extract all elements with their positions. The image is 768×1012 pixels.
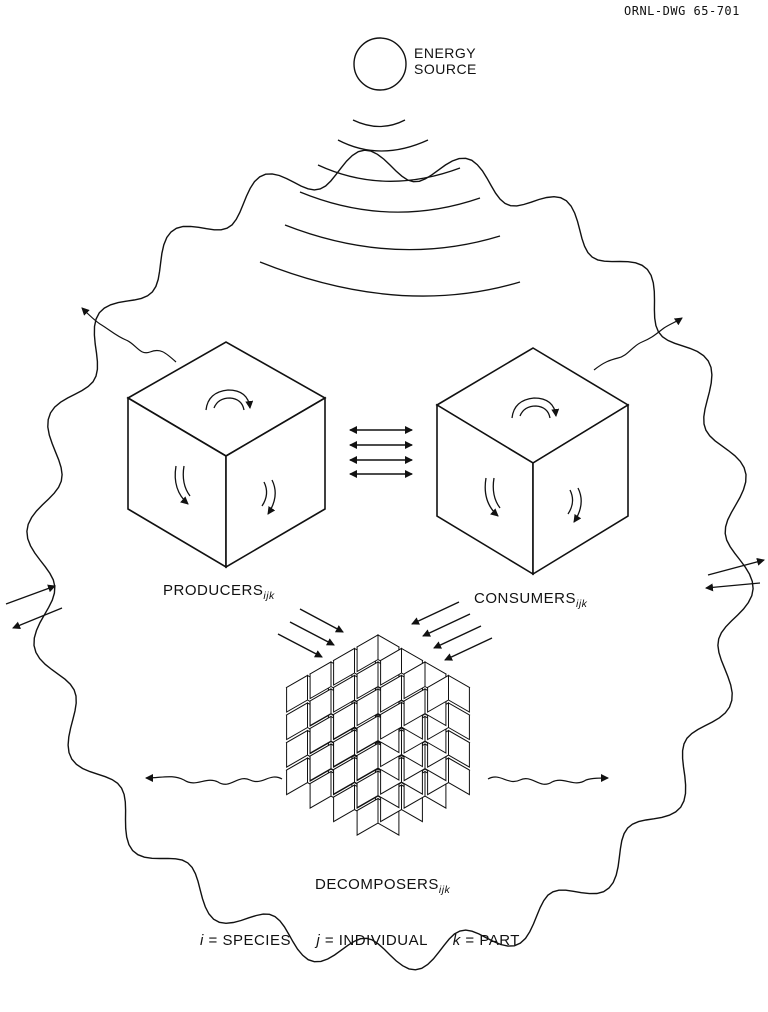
exchange-arrows: [350, 430, 412, 474]
legend-j-text: = INDIVIDUAL: [325, 932, 428, 949]
consumers-label-text: CONSUMERS: [474, 590, 576, 607]
sun-icon: [354, 38, 406, 90]
producers-subscript: ijk: [263, 590, 274, 602]
producers-label-text: PRODUCERS: [163, 582, 263, 599]
legend-k-symbol: k: [453, 932, 461, 949]
consumers-cube-icon: [437, 348, 628, 574]
drawing-number: ORNL-DWG 65-701: [624, 4, 740, 18]
boundary-exchange-arrows: [6, 560, 764, 628]
producers-to-decomposers-arrows: [278, 609, 343, 657]
decomposers-cube-icon: [287, 635, 470, 835]
energy-radiation-arcs: [260, 120, 520, 296]
consumers-subscript: ijk: [576, 598, 587, 610]
consumers-to-decomposers-arrows: [412, 602, 492, 660]
energy-source-line1: ENERGY: [414, 45, 477, 61]
energy-source-line2: SOURCE: [414, 61, 477, 77]
ecosystem-boundary: [27, 150, 753, 970]
decomposers-label-text: DECOMPOSERS: [315, 876, 439, 893]
energy-source-label: ENERGY SOURCE: [414, 45, 477, 77]
decomposers-label: DECOMPOSERSijk: [315, 876, 450, 896]
producers-cube-icon: [128, 342, 325, 567]
producers-label: PRODUCERSijk: [163, 582, 275, 602]
legend-i-symbol: i: [200, 932, 204, 949]
legend-k-text: = PART: [465, 932, 520, 949]
legend: i = SPECIES j = INDIVIDUAL k = PART: [200, 932, 520, 949]
legend-j-symbol: j: [316, 932, 320, 949]
consumers-label: CONSUMERSijk: [474, 590, 587, 610]
legend-i-text: = SPECIES: [209, 932, 291, 949]
decomposers-subscript: ijk: [439, 884, 450, 896]
